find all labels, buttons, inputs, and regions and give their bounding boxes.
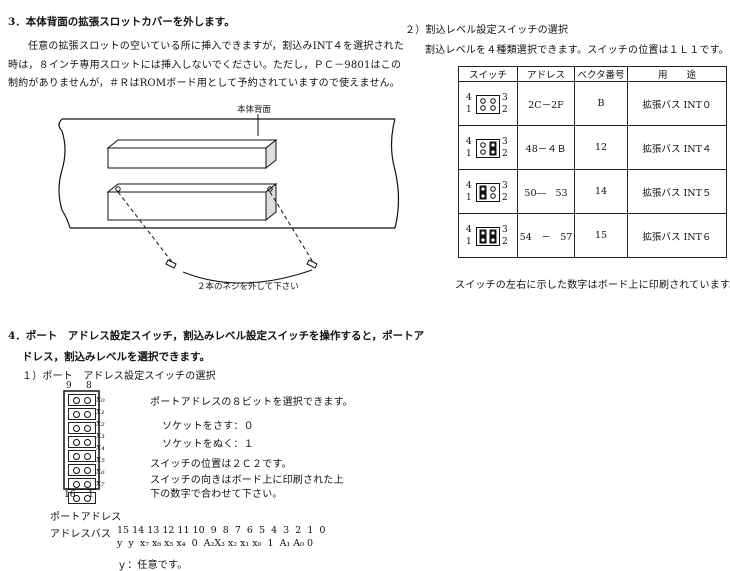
bit-label-x6: x₆ — [96, 467, 105, 477]
use-cell: 拡張バス INT５ — [627, 169, 727, 214]
bit-label-x4: x₄ — [96, 443, 105, 453]
pin-label: 1 — [466, 148, 472, 159]
dip-socket — [68, 408, 96, 420]
vector-cell: 15 — [574, 213, 628, 258]
screws-label: ２本のネジを外して下さい — [197, 282, 299, 292]
col-bottom-16: 16 — [64, 490, 76, 500]
table-row: 4 1 3 2 2C－2F B 拡張バス INT０ — [458, 81, 727, 126]
pin-label: 2 — [502, 236, 508, 247]
table-row: 4 1 3 2 48－４Ｂ 12 拡張バス INT４ — [458, 125, 727, 170]
desc-line-1: ポートアドレスの８ビットを選択できます。 — [150, 397, 353, 408]
bit-label-x5: x₅ — [96, 455, 105, 465]
pin-label: 4 — [466, 180, 472, 191]
vector-cell: 14 — [574, 169, 628, 214]
section3-line-1: 任意の拡張スロットの空いている所に挿入できますが，割込みINT４を選択された — [28, 41, 405, 52]
pin-label: 4 — [466, 92, 472, 103]
y-note: ｙ：任意です。 — [117, 560, 188, 571]
switch-footnote: スイッチの左右に示した数字はボード上に印刷されています。 — [455, 280, 730, 291]
desc-line-4: スイッチの位置は２Ｃ２です。 — [150, 459, 292, 470]
switch-diagram: 4 1 3 2 — [458, 81, 518, 126]
pin-label: 1 — [466, 236, 472, 247]
pin-label: 4 — [466, 136, 472, 147]
header-switch: スイッチ — [458, 66, 518, 82]
section3-line-3: 制約がありませんが，＃ＲはROMボード用として予約されていますので使えません。 — [8, 78, 400, 89]
dip-socket — [68, 394, 96, 406]
header-vector: ベクタ番号 — [574, 66, 628, 82]
port-address-switch — [68, 394, 96, 506]
section2-intro: 割込レベルを４種類選択できます。スイッチの位置は１Ｌ１です。 — [425, 45, 729, 56]
desc-line-2: ソケットをさす：０ — [162, 421, 254, 432]
desc-line-6: 下の数字で合わせて下さい。 — [150, 489, 283, 500]
bit-label-x1: x₁ — [96, 407, 105, 417]
pin-label: 4 — [466, 224, 472, 235]
col-top-9: 9 — [66, 381, 72, 391]
dip-socket — [68, 422, 96, 434]
col-bottom-1: 1 — [88, 490, 94, 500]
section4-heading-2: ドレス，割込みレベルを選択できます。 — [22, 351, 210, 363]
back-panel-figure — [58, 114, 400, 284]
pin-label: 2 — [502, 104, 508, 115]
address-cell: 54 － 57 — [517, 213, 575, 258]
header-use: 用 途 — [627, 66, 727, 82]
switch-outline — [63, 390, 100, 490]
bit-label-x0: x₀ — [96, 395, 105, 405]
switch-diagram: 4 1 3 2 — [458, 213, 518, 258]
header-address: アドレス — [517, 66, 575, 82]
col-top-8: 8 — [86, 381, 92, 391]
dip-socket — [68, 464, 96, 476]
address-bus-label: アドレスバス — [50, 529, 112, 540]
interrupt-table-header: スイッチ アドレス ベクタ番号 用 途 — [458, 66, 727, 82]
dip-socket — [68, 478, 96, 490]
use-cell: 拡張バス INT４ — [627, 125, 727, 170]
dip-socket — [68, 436, 96, 448]
address-bus-values: y y x₇ x₆ x₅ x₄ 0 A₂X₃ x₂ x₁ x₀ 1 A₁ A₀ … — [117, 538, 314, 549]
pin-label: 3 — [502, 224, 508, 235]
use-cell: 拡張バス INT０ — [627, 81, 727, 126]
port-address-label: ポートアドレス — [50, 512, 122, 523]
table-row: 4 1 3 2 54 － 57 15 拡張バス INT６ — [458, 213, 727, 258]
section3-line-2: 時は，８インチ専用スロットには挿入しないでください。ただし，ＰＣ－9801はこの — [8, 60, 402, 71]
address-cell: 48－４Ｂ — [517, 125, 575, 170]
bit-label-x7: x₇ — [96, 479, 105, 489]
interrupt-table: スイッチ アドレス ベクタ番号 用 途 4 1 3 2 2C－2F B 拡張バス… — [458, 66, 727, 258]
desc-line-3: ソケットをぬく：１ — [162, 439, 254, 450]
pin-label: 3 — [502, 92, 508, 103]
use-cell: 拡張バス INT６ — [627, 213, 727, 258]
table-row: 4 1 3 2 50― 53 14 拡張バス INT５ — [458, 169, 727, 214]
section4-subheading: １）ポート アドレス設定スイッチの選択 — [22, 371, 216, 382]
section3-heading: 3．本体背面の拡張スロットカバーを外します。 — [8, 16, 235, 28]
pin-label: 3 — [502, 136, 508, 147]
switch-diagram: 4 1 3 2 — [458, 169, 518, 214]
pin-label: 1 — [466, 192, 472, 203]
address-bus-bits: 15 14 13 12 11 10 9 8 7 6 5 4 3 2 1 0 — [117, 525, 326, 536]
bit-label-x3: x₃ — [96, 431, 105, 441]
vector-cell: B — [574, 81, 628, 126]
desc-line-5: スイッチの向きはボード上に印刷された上 — [150, 475, 344, 486]
section4-heading-1: 4．ポート アドレス設定スイッチ，割込みレベル設定スイッチを操作すると，ポートア — [8, 330, 425, 342]
back-panel-label: 本体背面 — [237, 105, 272, 115]
dip-socket — [68, 450, 96, 462]
bit-label-x2: x₂ — [96, 419, 105, 429]
address-cell: 50― 53 — [517, 169, 575, 214]
section2-heading: ２）割込レベル設定スイッチの選択 — [405, 25, 569, 36]
pin-label: 3 — [502, 180, 508, 191]
dip-socket — [68, 492, 96, 504]
pin-label: 2 — [502, 148, 508, 159]
pin-label: 1 — [466, 104, 472, 115]
switch-diagram: 4 1 3 2 — [458, 125, 518, 170]
vector-cell: 12 — [574, 125, 628, 170]
pin-label: 2 — [502, 192, 508, 203]
address-cell: 2C－2F — [517, 81, 575, 126]
